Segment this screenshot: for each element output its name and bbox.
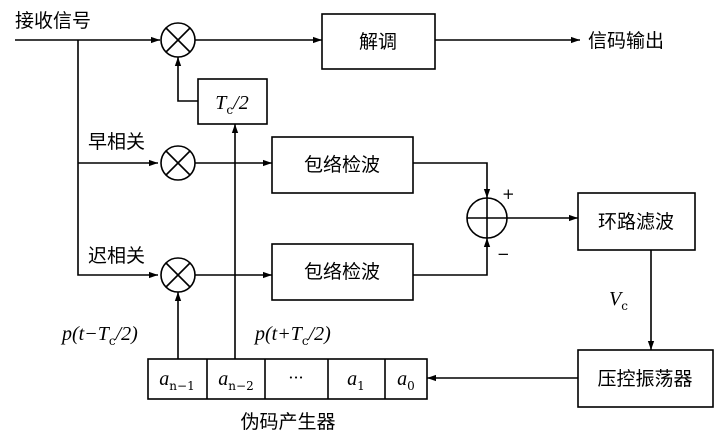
- envelope-detector-late-box: [271, 243, 414, 301]
- pn-generator-label: 伪码产生器: [240, 411, 335, 433]
- multiplier-demod: [160, 22, 196, 58]
- summing-junction: [466, 197, 508, 239]
- multiplier-early: [160, 145, 196, 181]
- p-late-label: p(t+Tc/2): [253, 323, 331, 348]
- envelope-detector-early-box: [271, 136, 414, 194]
- code-output-label: 信码输出: [588, 30, 664, 52]
- plus-sign: +: [502, 185, 515, 203]
- early-to-summer-line: [413, 162, 491, 198]
- half-chip-delay-label: Tc/2: [215, 92, 248, 117]
- minus-sign: −: [497, 245, 510, 263]
- register-cell-a0: a0: [397, 368, 415, 393]
- control-voltage-label: Vc: [609, 288, 628, 313]
- register-cell-an-1: an−1: [159, 368, 194, 393]
- pn-register-box: [147, 358, 428, 400]
- vco-label: 压控振荡器: [597, 368, 692, 390]
- input-split-line: [77, 40, 158, 279]
- envelope-detector-late-label: 包络检波: [304, 261, 380, 283]
- register-cell-an-2: an−2: [218, 368, 253, 393]
- loop-filter-label: 环路滤波: [598, 211, 674, 233]
- delay-to-multiplier-line: [174, 57, 198, 102]
- demod-label: 解调: [359, 31, 397, 53]
- p-early-label: p(t−Tc/2): [60, 323, 138, 348]
- receive-signal-label: 接收信号: [15, 10, 91, 32]
- multiplier-late: [160, 257, 196, 293]
- register-cell-a1: a1: [347, 368, 365, 393]
- register-cell-ellipsis: ···: [288, 368, 303, 387]
- late-to-summer-line: [413, 238, 491, 276]
- loop-filter-box: [577, 192, 696, 251]
- early-correlation-label: 早相关: [88, 131, 145, 153]
- demod-box: [321, 13, 436, 70]
- late-correlation-label: 迟相关: [88, 245, 145, 267]
- envelope-detector-early-label: 包络检波: [304, 154, 380, 176]
